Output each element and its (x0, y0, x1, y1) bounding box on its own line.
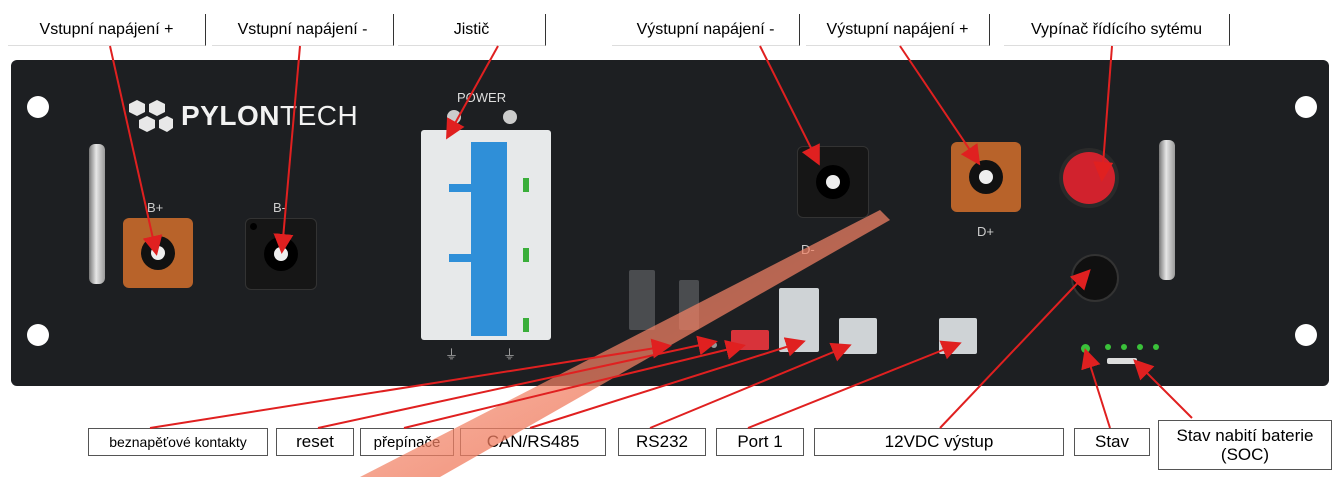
breaker-green-3 (523, 318, 529, 332)
pylontech-logo-icon (129, 100, 173, 132)
label-input-minus: Vstupní napájení - (212, 14, 394, 46)
label-reset: reset (276, 428, 354, 456)
left-handle[interactable] (89, 144, 105, 284)
mount-hole-top-right (1295, 96, 1317, 118)
label-output-plus: Výstupní napájení + (806, 14, 990, 46)
mount-hole-bottom-right (1295, 324, 1317, 346)
label-can-rs485: CAN/RS485 (460, 428, 606, 456)
label-soc: Stav nabití baterie (SOC) (1158, 420, 1332, 470)
input-minus-terminal[interactable] (245, 218, 317, 290)
breaker-tab-1 (449, 184, 471, 192)
output-plus-terminal[interactable] (951, 142, 1021, 212)
soc-led-3 (1137, 344, 1143, 350)
ground-icon-2: ⏚ (503, 347, 517, 362)
b-plus-label: B+ (147, 200, 164, 215)
label-switches: přepínače (360, 428, 454, 456)
breaker-lever[interactable] (471, 142, 507, 336)
d-minus-label: D- (801, 242, 815, 257)
label-status: Stav (1074, 428, 1150, 456)
soc-led-4 (1153, 344, 1159, 350)
input-plus-terminal[interactable] (123, 218, 193, 288)
brand-light: TECH (279, 100, 359, 131)
status-led (1081, 344, 1090, 353)
circuit-breaker[interactable] (421, 130, 551, 340)
reset-button[interactable] (711, 342, 717, 348)
dry-contact-block-2 (679, 280, 699, 330)
battery-front-panel: PYLONTECH B+ B- POWER ⏚ ⏚ D- D+ (11, 60, 1329, 386)
pylontech-logo: PYLONTECH (129, 98, 358, 134)
label-12vdc-output: 12VDC výstup (814, 428, 1064, 456)
power-indicator-2 (503, 110, 517, 124)
mount-hole-top-left (27, 96, 49, 118)
soc-led-1 (1105, 344, 1111, 350)
dc-12v-output-socket[interactable] (1071, 254, 1119, 302)
breaker-tab-2 (449, 254, 471, 262)
label-soc-line1: Stav nabití baterie (1176, 426, 1314, 445)
label-breaker: Jistič (398, 14, 546, 46)
rs232-port[interactable] (839, 318, 877, 354)
output-minus-terminal[interactable] (797, 146, 869, 218)
dip-switches[interactable] (731, 330, 769, 350)
label-port1: Port 1 (716, 428, 804, 456)
power-indicator-1 (447, 110, 461, 124)
b-minus-label: B- (273, 200, 286, 215)
port1[interactable] (939, 318, 977, 354)
label-rs232: RS232 (618, 428, 706, 456)
dry-contact-block-1 (629, 270, 655, 330)
can-rs485-port[interactable] (779, 288, 819, 352)
right-handle[interactable] (1159, 140, 1175, 280)
control-system-switch[interactable] (1063, 152, 1115, 204)
ground-icon-1: ⏚ (445, 347, 459, 362)
power-label: POWER (457, 90, 507, 105)
label-output-minus: Výstupní napájení - (612, 14, 800, 46)
brand-bold: PYLON (181, 100, 280, 131)
label-control-switch: Vypínač řídícího sytému (1004, 14, 1230, 46)
mount-hole-bottom-left (27, 324, 49, 346)
label-soc-line2: (SOC) (1220, 445, 1270, 464)
breaker-green-2 (523, 248, 529, 262)
soc-led-2 (1121, 344, 1127, 350)
soc-button[interactable] (1107, 358, 1137, 364)
label-input-plus: Vstupní napájení + (8, 14, 206, 46)
label-dry-contacts: beznapěťové kontakty (88, 428, 268, 456)
d-plus-label: D+ (977, 224, 994, 239)
breaker-green-1 (523, 178, 529, 192)
